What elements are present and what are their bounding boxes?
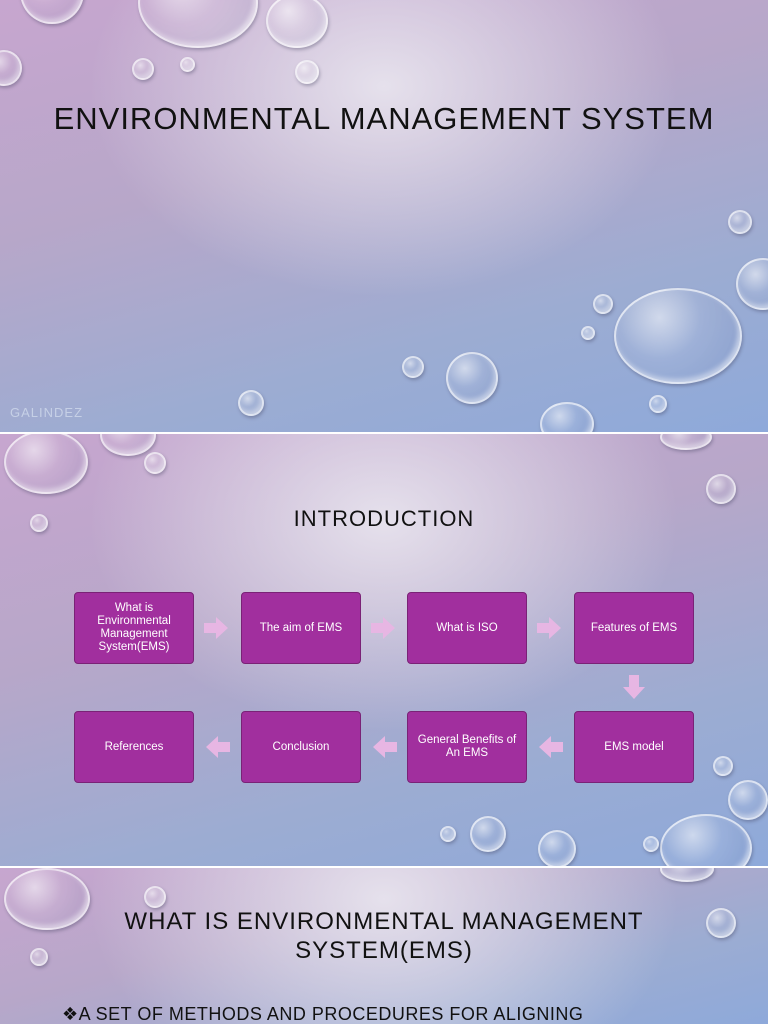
water-drop: [440, 826, 456, 842]
water-drop: [446, 352, 498, 404]
what-is-ems-slide: [0, 868, 768, 1024]
water-drop: [470, 816, 506, 852]
water-drop: [144, 452, 166, 474]
flow-box-references: References: [74, 711, 194, 783]
water-drop: [295, 60, 319, 84]
arrow-right-icon: [371, 616, 395, 640]
slide-title: WHAT IS ENVIRONMENTAL MANAGEMENT SYSTEM(…: [124, 908, 644, 964]
water-drop: [593, 294, 613, 314]
water-drop: [660, 434, 712, 450]
flow-box-ems-model: EMS model: [574, 711, 694, 783]
arrow-down-icon: [622, 675, 646, 699]
flow-box-aim-of-ems: The aim of EMS: [241, 592, 361, 664]
arrow-left-icon: [206, 735, 230, 759]
water-drop: [100, 434, 156, 456]
water-drop: [180, 57, 195, 72]
water-drop: [581, 326, 595, 340]
water-drop: [20, 0, 84, 24]
water-drop: [643, 836, 659, 852]
water-drop: [538, 830, 576, 866]
water-drop: [30, 948, 48, 966]
arrow-left-icon: [373, 735, 397, 759]
flow-box-features-of-ems: Features of EMS: [574, 592, 694, 664]
water-drop: [132, 58, 154, 80]
water-drop: [144, 886, 166, 908]
water-drop: [728, 780, 768, 820]
title-slide: [0, 0, 768, 432]
water-drop: [706, 474, 736, 504]
flow-box-general-benefits: General Benefits of An EMS: [407, 711, 527, 783]
flow-box-what-is-iso: What is ISO: [407, 592, 527, 664]
water-drop: [30, 514, 48, 532]
water-drop: [660, 868, 714, 882]
slide-title: ENVIRONMENTAL MANAGEMENT SYSTEM: [53, 101, 715, 136]
water-drop: [238, 390, 264, 416]
water-drop: [0, 50, 22, 86]
water-drop: [402, 356, 424, 378]
water-drop: [614, 288, 742, 384]
bullet-text: ❖A SET OF METHODS AND PROCEDURES FOR ALI…: [62, 1004, 584, 1024]
water-drop: [4, 868, 90, 930]
arrow-right-icon: [204, 616, 228, 640]
slide-title: INTRODUCTION: [293, 506, 475, 531]
water-drop: [4, 434, 88, 494]
author-name: GALINDEZ: [10, 405, 84, 420]
water-drop: [266, 0, 328, 48]
water-drop: [713, 756, 733, 776]
water-drop: [736, 258, 768, 310]
flow-box-conclusion: Conclusion: [241, 711, 361, 783]
water-drop: [660, 814, 752, 866]
water-drop: [540, 402, 594, 432]
water-drop: [649, 395, 667, 413]
water-drop: [138, 0, 258, 48]
water-drop: [706, 908, 736, 938]
arrow-right-icon: [537, 616, 561, 640]
arrow-left-icon: [539, 735, 563, 759]
water-drop: [728, 210, 752, 234]
flow-box-what-is-ems: What is Environmental Management System(…: [74, 592, 194, 664]
